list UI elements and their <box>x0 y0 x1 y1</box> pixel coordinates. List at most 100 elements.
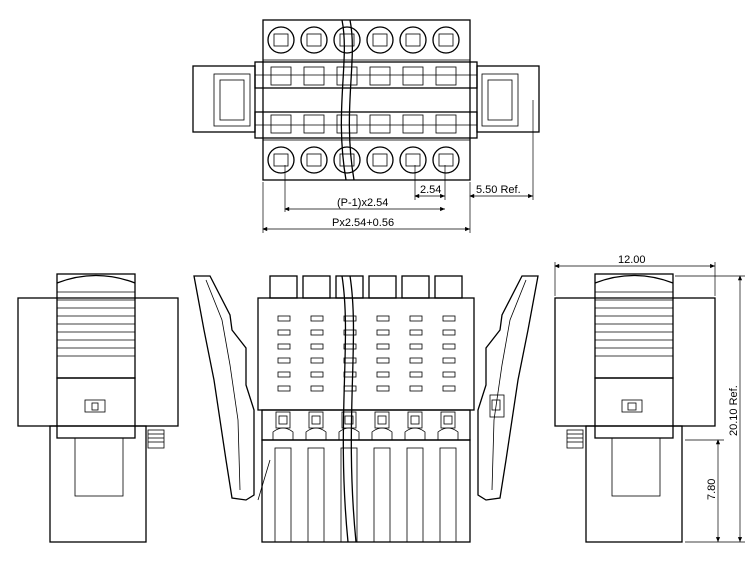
pin-tail <box>340 447 358 543</box>
top-lug <box>269 275 298 299</box>
width-dimension-label: 12.00 <box>618 254 646 266</box>
screw-hole-square <box>306 33 322 47</box>
rail-tab <box>369 66 391 86</box>
rail-tab <box>303 114 325 134</box>
rail-tab <box>435 114 457 134</box>
contact-slot <box>310 371 324 378</box>
screw-hole <box>366 26 394 54</box>
pin-arch <box>305 427 327 440</box>
contact-slot <box>376 329 390 336</box>
top-lug <box>434 275 463 299</box>
screw-hole-square <box>405 33 421 47</box>
rail-tab <box>369 114 391 134</box>
contact-slot <box>310 385 324 392</box>
contact-slot <box>277 357 291 364</box>
pin-arch <box>404 427 426 440</box>
contact-slot <box>376 357 390 364</box>
contact-slot <box>310 315 324 322</box>
pin-square <box>410 415 420 425</box>
screw-hole-square <box>372 33 388 47</box>
pin-square <box>344 415 354 425</box>
contact-slot <box>343 343 357 350</box>
screw-hole-square <box>405 153 421 167</box>
contact-slot <box>442 315 456 322</box>
contact-slot <box>442 329 456 336</box>
total-length-dimension-label: Px2.54+0.56 <box>332 217 394 229</box>
screw-hole <box>267 146 295 174</box>
screw-hole-square <box>339 153 355 167</box>
pin-window <box>407 411 423 429</box>
contact-slot <box>343 357 357 364</box>
rail-tab <box>402 114 424 134</box>
top-lug <box>368 275 397 299</box>
pitch-dimension-label: 2.54 <box>420 184 441 196</box>
screw-hole <box>432 26 460 54</box>
pin-arch <box>272 427 294 440</box>
contact-slot <box>343 329 357 336</box>
top-lug <box>302 275 331 299</box>
pin-arch <box>437 427 459 440</box>
contact-slot <box>277 329 291 336</box>
ref-offset-dimension-label: 5.50 Ref. <box>476 184 521 196</box>
contact-slot <box>442 357 456 364</box>
contact-slot <box>409 329 423 336</box>
rail-tab <box>270 114 292 134</box>
contact-slot <box>310 357 324 364</box>
contact-slot <box>376 343 390 350</box>
rail-tab <box>435 66 457 86</box>
height-dimension-label: 20.10 Ref. <box>728 385 740 436</box>
pin-window <box>374 411 390 429</box>
contact-slot <box>376 371 390 378</box>
pin-window <box>308 411 324 429</box>
contact-slot <box>277 343 291 350</box>
top-dimensions: 2.54 5.50 Ref. (P-1)x2.54 Px2.54+0.56 <box>262 100 534 233</box>
pin-tail <box>373 447 391 543</box>
rail-tab <box>402 66 424 86</box>
screw-hole <box>300 146 328 174</box>
pin-window <box>440 411 456 429</box>
rail-tab <box>336 114 358 134</box>
contact-slot <box>409 371 423 378</box>
screw-hole <box>432 146 460 174</box>
contact-slot <box>442 371 456 378</box>
rail-tab <box>336 66 358 86</box>
top-view <box>192 19 540 181</box>
screw-hole-square <box>306 153 322 167</box>
pin-tail <box>439 447 457 543</box>
left-side-view <box>17 273 179 543</box>
pin-arch <box>371 427 393 440</box>
screw-hole-square <box>438 33 454 47</box>
pin-square <box>443 415 453 425</box>
contact-slot <box>310 343 324 350</box>
contact-slot <box>343 371 357 378</box>
pin-arch <box>338 427 360 440</box>
contact-slot <box>409 343 423 350</box>
pin-tail <box>274 447 292 543</box>
contact-slot <box>277 385 291 392</box>
screw-hole <box>333 146 361 174</box>
pin-tail <box>406 447 424 543</box>
span-dimension-label: (P-1)x2.54 <box>337 197 388 209</box>
right-dimensions: 12.00 20.10 Ref. 7.80 <box>554 254 745 543</box>
screw-hole <box>333 26 361 54</box>
screw-hole <box>366 146 394 174</box>
contact-slot <box>409 315 423 322</box>
screw-hole-square <box>273 153 289 167</box>
lower-height-dimension-label: 7.80 <box>706 479 718 500</box>
pin-tail <box>307 447 325 543</box>
screw-hole-square <box>438 153 454 167</box>
pin-square <box>377 415 387 425</box>
pin-window <box>275 411 291 429</box>
top-lug <box>401 275 430 299</box>
contact-slot <box>376 385 390 392</box>
contact-slot <box>409 357 423 364</box>
screw-hole <box>399 26 427 54</box>
contact-slot <box>343 315 357 322</box>
contact-slot <box>310 329 324 336</box>
right-side-view <box>554 273 716 543</box>
contact-slot <box>343 385 357 392</box>
screw-hole <box>300 26 328 54</box>
screw-hole <box>399 146 427 174</box>
contact-slot <box>277 315 291 322</box>
